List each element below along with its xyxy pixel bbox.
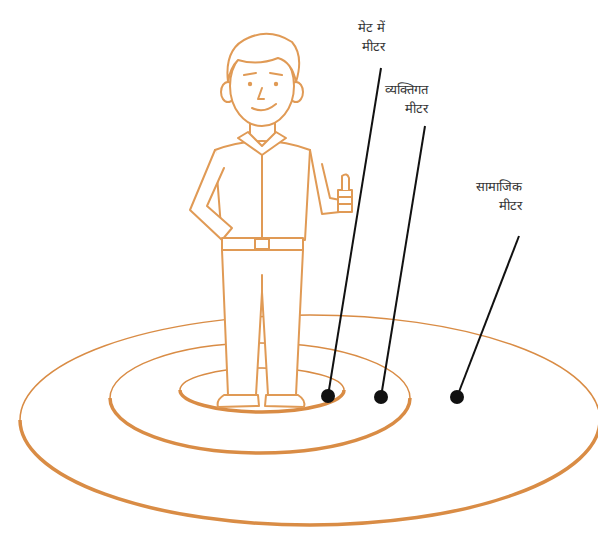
shoe <box>265 395 304 407</box>
zone-dots <box>321 389 464 404</box>
zone-label: सामाजिक मीटर <box>476 177 522 215</box>
eyes <box>248 82 278 86</box>
personal-ring-front <box>110 398 410 453</box>
left-arm <box>190 150 232 240</box>
zone-label: व्यक्तिगत मीटर <box>385 80 428 118</box>
eyebrows <box>244 73 282 75</box>
zone-rings <box>20 315 598 525</box>
leader-line <box>328 68 381 396</box>
shirt-placket <box>261 150 263 238</box>
eye <box>274 82 278 86</box>
social-ring <box>20 315 598 525</box>
trouser-seam <box>261 275 263 292</box>
leader-lines <box>328 68 519 397</box>
nose <box>258 88 264 99</box>
mouth <box>252 104 276 110</box>
eye <box>248 82 252 86</box>
leader-line <box>457 236 519 397</box>
trousers <box>222 250 303 395</box>
intimate-ring-front <box>180 390 344 412</box>
buckle <box>255 239 269 249</box>
personal-ring <box>110 343 410 453</box>
leader-line <box>381 126 425 397</box>
hair <box>227 34 299 82</box>
thumb <box>342 174 349 190</box>
belt <box>222 238 303 250</box>
man-figure <box>190 34 352 407</box>
fist <box>338 190 352 212</box>
shoe <box>218 395 259 407</box>
collar <box>238 132 286 155</box>
zone-dot <box>450 390 464 404</box>
fingers <box>338 197 352 204</box>
zone-dot <box>374 390 388 404</box>
intimate-ring <box>180 368 344 412</box>
right-arm <box>310 150 340 214</box>
zone-dot <box>321 389 335 403</box>
social-ring-front <box>20 420 598 525</box>
zone-label: मेट में मीटर <box>358 18 385 56</box>
